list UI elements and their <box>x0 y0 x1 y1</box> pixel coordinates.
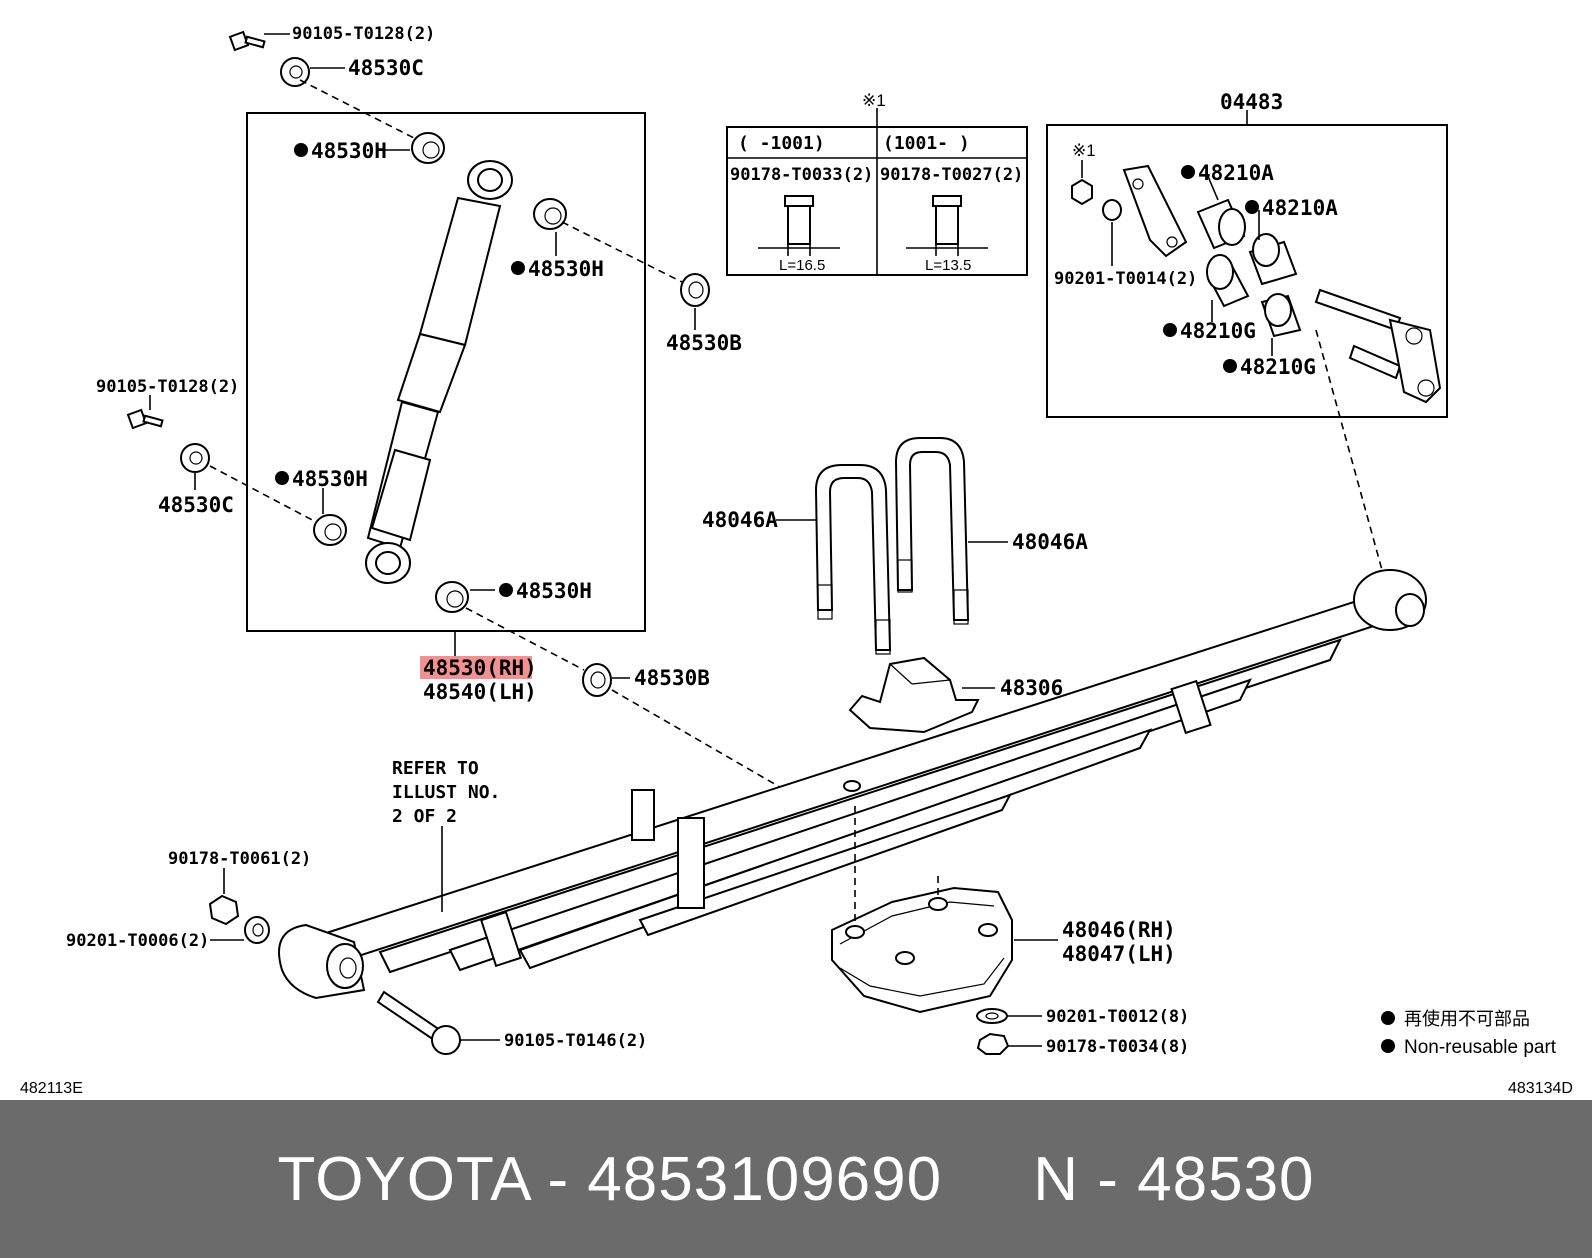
bush-48210a-2[interactable] <box>1248 233 1298 286</box>
legend-en: Non-reusable part <box>1404 1037 1557 1058</box>
table-col1-length: L=16.5 <box>779 257 825 274</box>
parts-diagram: 90105-T0128(2) 48530C 48530H 48530H 4853… <box>20 24 1573 1097</box>
label-bushing-h2: 48530H <box>528 257 604 281</box>
bushing-48530h-1[interactable] <box>411 132 445 164</box>
spring-seat[interactable] <box>831 886 1013 1014</box>
non-reusable-dot <box>511 261 525 275</box>
washer-48530c-top[interactable] <box>280 57 310 87</box>
label-nut-seat: 90178-T0034(8) <box>1046 1037 1189 1057</box>
label-washer-top: 48530C <box>348 56 424 80</box>
table-col1-header: ( -1001) <box>738 133 825 154</box>
non-reusable-dot <box>1181 165 1195 179</box>
label-refer-2: ILLUST NO. <box>392 782 500 803</box>
label-nut-left: 90178-T0061(2) <box>168 849 311 869</box>
non-reusable-dot <box>1163 323 1177 337</box>
table-col2-part: 90178-T0027(2) <box>880 165 1023 185</box>
shackle-pin-assembly[interactable] <box>1314 288 1442 404</box>
label-bolt-left: 90105-T0128(2) <box>96 377 239 397</box>
nut-seat-icon[interactable] <box>976 1032 1010 1055</box>
label-note-mark: ※1 <box>862 91 886 110</box>
legend-jp: 再使用不可部品 <box>1404 1009 1530 1029</box>
label-ubolt-right: 48046A <box>1012 530 1088 554</box>
label-part-rh[interactable]: 48530(RH) <box>423 656 537 680</box>
washer-48530c-left[interactable] <box>180 443 210 473</box>
bushing-48530h-2[interactable] <box>533 198 567 230</box>
legend-dot-icon <box>1381 1039 1395 1053</box>
table-col1-part: 90178-T0033(2) <box>730 165 873 185</box>
label-washer-seat: 90201-T0012(8) <box>1046 1007 1189 1027</box>
label-washer-b-bottom: 48530B <box>634 666 710 690</box>
washer-48530b-bottom[interactable] <box>582 663 612 697</box>
nut-left-icon[interactable] <box>208 894 240 926</box>
shackle-washer-icon[interactable] <box>1102 199 1122 221</box>
label-refer-1: REFER TO <box>392 758 479 779</box>
leaf-spring[interactable] <box>278 569 1427 1000</box>
label-seat-lh: 48047(LH) <box>1062 942 1176 966</box>
bushing-48530h-4[interactable] <box>435 581 469 613</box>
label-bush-g1: 48210G <box>1180 319 1256 343</box>
nut-length-table <box>726 108 1028 276</box>
label-bushing-h1: 48530H <box>311 139 387 163</box>
label-shackle-note: ※1 <box>1072 141 1096 160</box>
label-bolt-bottom: 90105-T0146(2) <box>504 1031 647 1051</box>
label-bushing-h4: 48530H <box>516 579 592 603</box>
code-left: 482113E <box>20 1080 83 1097</box>
legend-dot-icon <box>1381 1011 1395 1025</box>
u-bolt-right[interactable] <box>894 437 970 625</box>
bolt-bottom-icon[interactable] <box>376 990 461 1055</box>
bush-48210g-2[interactable] <box>1260 293 1302 338</box>
shackle-nut-icon[interactable] <box>1071 178 1093 206</box>
label-bolt-top: 90105-T0128(2) <box>292 24 435 44</box>
non-reusable-dot <box>294 143 308 157</box>
shock-absorber[interactable] <box>365 160 513 584</box>
footer-title: TOYOTA - 4853109690 N - 48530 <box>277 1144 1315 1214</box>
u-bolt-left[interactable] <box>814 464 892 655</box>
label-washer-b-top: 48530B <box>666 331 742 355</box>
label-bushing-h3: 48530H <box>292 467 368 491</box>
label-washer-left-bottom: 90201-T0006(2) <box>66 931 209 951</box>
label-bumper: 48306 <box>1000 676 1063 700</box>
bush-48210g-1[interactable] <box>1206 254 1250 308</box>
label-washer-left: 48530C <box>158 493 234 517</box>
footer-bar: TOYOTA - 4853109690 N - 48530 <box>0 1100 1592 1258</box>
washer-48530b-top[interactable] <box>680 273 710 307</box>
washer-seat-icon[interactable] <box>976 1008 1008 1024</box>
label-group-shackle: 04483 <box>1220 90 1283 114</box>
code-right: 483134D <box>1508 1080 1573 1097</box>
label-part-lh[interactable]: 48540(LH) <box>423 680 537 704</box>
label-refer-3: 2 OF 2 <box>392 806 457 827</box>
shock-absorber-box <box>246 112 646 632</box>
non-reusable-dot <box>1223 359 1237 373</box>
bolt-left-icon[interactable] <box>126 408 164 430</box>
label-bush-a1: 48210A <box>1198 161 1274 185</box>
label-seat-rh: 48046(RH) <box>1062 918 1176 942</box>
non-reusable-dot <box>499 583 513 597</box>
bumper-48306[interactable] <box>848 656 980 734</box>
washer-left-bottom-icon[interactable] <box>244 916 270 944</box>
bolt-top-icon[interactable] <box>228 30 266 52</box>
label-bush-g2: 48210G <box>1240 355 1316 379</box>
label-shackle-washer: 90201-T0014(2) <box>1054 269 1197 289</box>
label-ubolt-left: 48046A <box>702 508 778 532</box>
shackle-plate[interactable] <box>1122 164 1188 258</box>
bushing-48530h-3[interactable] <box>313 514 347 546</box>
non-reusable-dot <box>1245 200 1259 214</box>
non-reusable-dot <box>275 471 289 485</box>
part-highlight <box>420 656 532 679</box>
bush-48210a-1[interactable] <box>1196 198 1246 250</box>
table-col2-length: L=13.5 <box>925 257 971 274</box>
label-bush-a2: 48210A <box>1262 196 1338 220</box>
table-col2-header: (1001- ) <box>883 133 970 154</box>
